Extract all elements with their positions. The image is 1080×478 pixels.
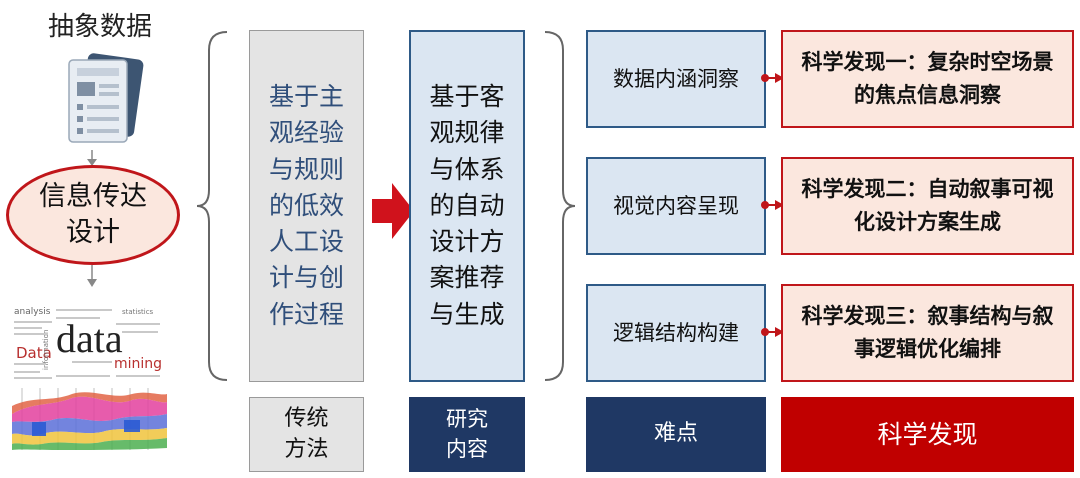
wordcloud-word: Data [16, 344, 52, 362]
streamgraph-image [12, 388, 167, 450]
arrow-down-icon [87, 150, 97, 166]
wordcloud-word: statistics [122, 308, 154, 316]
difficulty-label-text: 难点 [653, 421, 698, 447]
research-content-text: 基于客观规律与体系的自动设计方案推荐与生成 [429, 82, 505, 329]
traditional-method-text: 基于主观经验与规则的低效人工设计与创作过程 [268, 82, 344, 329]
right-brace [544, 31, 576, 381]
left-brace [196, 31, 228, 381]
discovery-box-2: 科学发现二：自动叙事可视化设计方案生成 [781, 157, 1074, 255]
connector-arrow-3 [761, 327, 784, 337]
difficulty-box-1: 数据内涵洞察 [586, 30, 766, 128]
difficulty-text: 视觉内容呈现 [613, 193, 739, 218]
difficulty-label: 难点 [586, 397, 766, 472]
discovery-label-text: 科学发现 [877, 420, 978, 449]
discovery-label: 科学发现 [781, 397, 1074, 472]
wordcloud-word: data [56, 316, 123, 361]
connector-arrow-1 [761, 73, 784, 83]
discovery-text: 科学发现一：复杂时空场景的焦点信息洞察 [801, 50, 1054, 107]
traditional-method-label-text: 传统方法 [284, 405, 329, 462]
info-design-ellipse: 信息传达设计 [6, 165, 180, 265]
wordcloud-word: analysis [14, 307, 51, 317]
wordcloud-image: analysis data Data mining information st… [12, 300, 162, 382]
info-design-label: 信息传达设计 [39, 180, 147, 248]
wordcloud-word: information [42, 330, 50, 370]
discovery-box-3: 科学发现三：叙事结构与叙事逻辑优化编排 [781, 284, 1074, 382]
research-content-label: 研究内容 [409, 397, 525, 472]
discovery-text: 科学发现三：叙事结构与叙事逻辑优化编排 [801, 304, 1054, 361]
difficulty-text: 逻辑结构构建 [613, 320, 739, 345]
difficulty-box-3: 逻辑结构构建 [586, 284, 766, 382]
traditional-method-label: 传统方法 [249, 397, 364, 472]
difficulty-box-2: 视觉内容呈现 [586, 157, 766, 255]
discovery-text: 科学发现二：自动叙事可视化设计方案生成 [801, 177, 1054, 234]
connector-arrow-2 [761, 200, 784, 210]
difficulty-text: 数据内涵洞察 [613, 66, 739, 91]
red-arrow-icon [372, 183, 414, 239]
wordcloud-word: mining [114, 356, 162, 372]
arrow-down-icon [87, 265, 97, 287]
research-content-label-text: 研究内容 [446, 407, 488, 461]
traditional-method-box: 基于主观经验与规则的低效人工设计与创作过程 [249, 30, 364, 382]
research-content-box: 基于客观规律与体系的自动设计方案推荐与生成 [409, 30, 525, 382]
abstract-data-title: 抽象数据 [47, 12, 152, 42]
document-icon [68, 53, 144, 143]
discovery-box-1: 科学发现一：复杂时空场景的焦点信息洞察 [781, 30, 1074, 128]
